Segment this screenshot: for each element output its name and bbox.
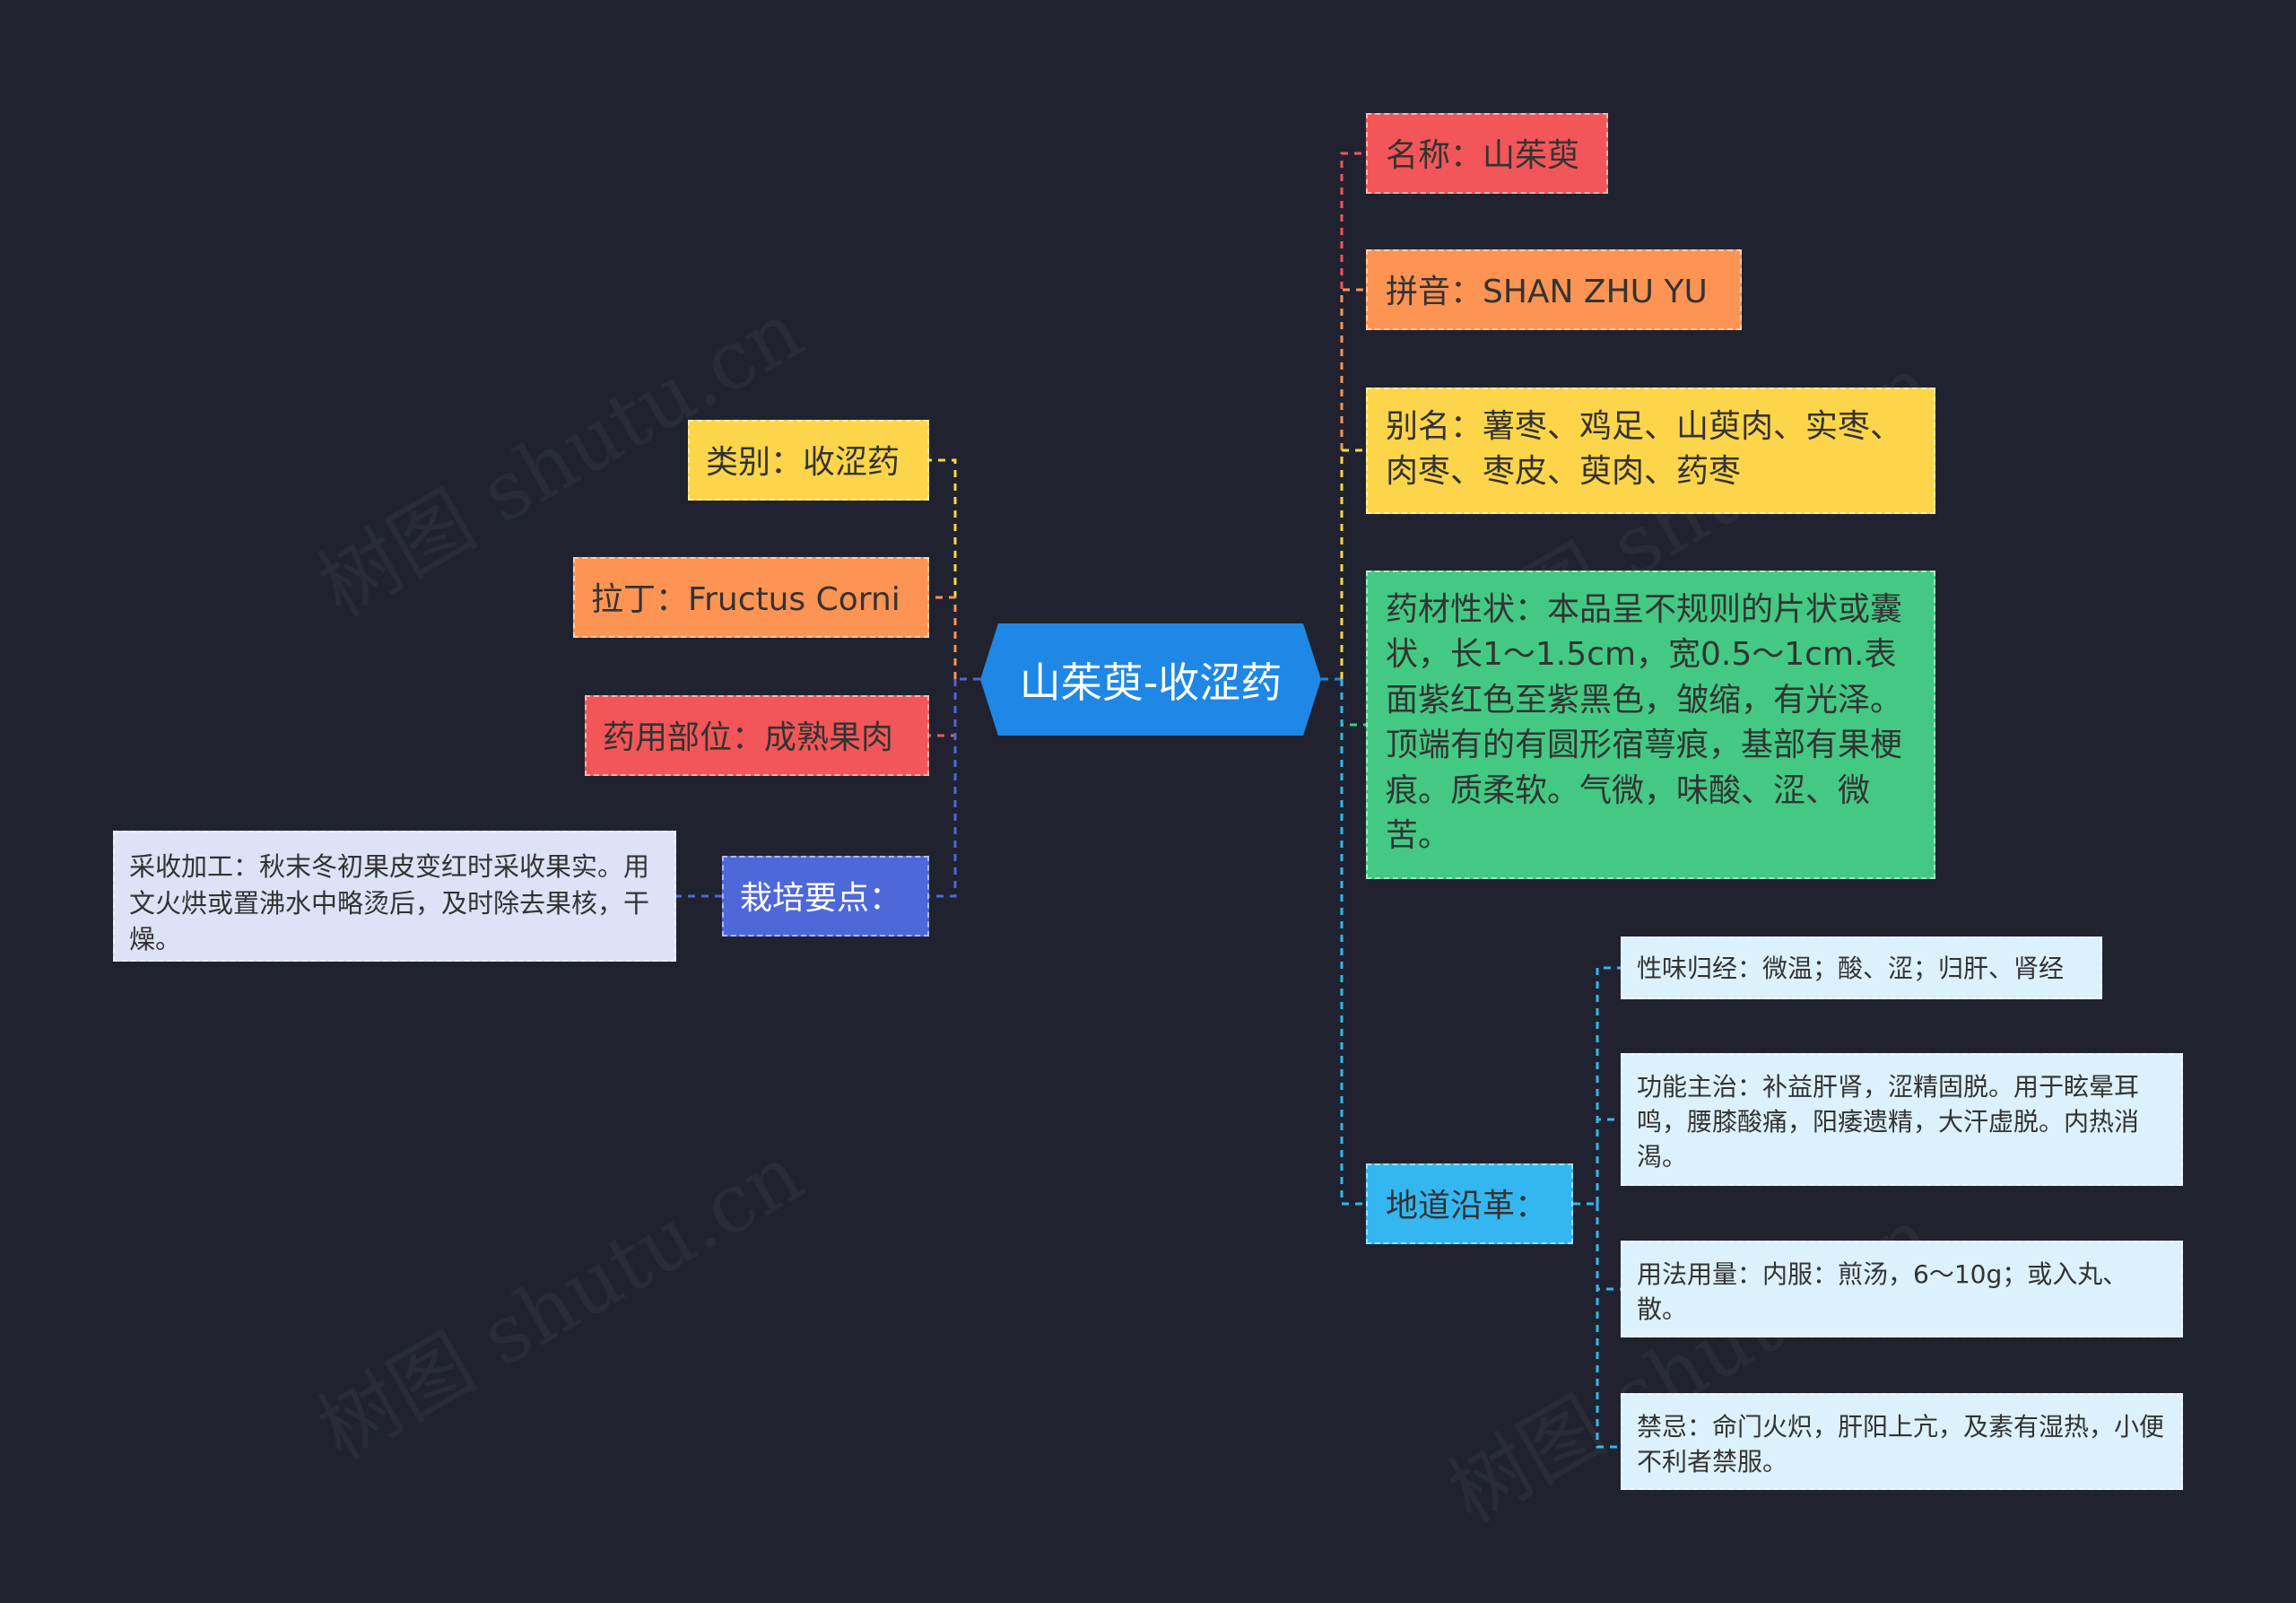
node-pinyin[interactable]: 拼音：SHAN ZHU YU — [1366, 249, 1742, 330]
node-property[interactable]: 性味归经：微温；酸、涩；归肝、肾经 — [1621, 937, 2102, 999]
node-cultivation-detail[interactable]: 采收加工：秋末冬初果皮变红时采收果实。用文火烘或置沸水中略烫后，及时除去果核，干… — [113, 831, 676, 962]
node-latin[interactable]: 拉丁：Fructus Corni — [573, 557, 929, 638]
central-topic[interactable]: 山茱萸-收涩药 — [980, 623, 1321, 736]
node-usage[interactable]: 用法用量：内服：煎汤，6～10g；或入丸、散。 — [1621, 1241, 2183, 1337]
node-characteristics[interactable]: 药材性状：本品呈不规则的片状或囊状，长1～1.5cm，宽0.5～1cm.表面紫红… — [1366, 571, 1935, 879]
node-cultivation[interactable]: 栽培要点： — [722, 856, 929, 937]
node-category[interactable]: 类别：收涩药 — [688, 420, 929, 501]
node-medicinal-part[interactable]: 药用部位：成熟果肉 — [585, 695, 929, 776]
node-contraindication[interactable]: 禁忌：命门火炽，肝阳上亢，及素有湿热，小便不利者禁服。 — [1621, 1393, 2183, 1490]
node-region[interactable]: 地道沿革： — [1366, 1163, 1573, 1244]
node-alias[interactable]: 别名：薯枣、鸡足、山萸肉、实枣、肉枣、枣皮、萸肉、药枣 — [1366, 388, 1935, 514]
node-name[interactable]: 名称：山茱萸 — [1366, 113, 1608, 194]
node-function[interactable]: 功能主治：补益肝肾，涩精固脱。用于眩晕耳鸣，腰膝酸痛，阳痿遗精，大汗虚脱。内热消… — [1621, 1053, 2183, 1186]
